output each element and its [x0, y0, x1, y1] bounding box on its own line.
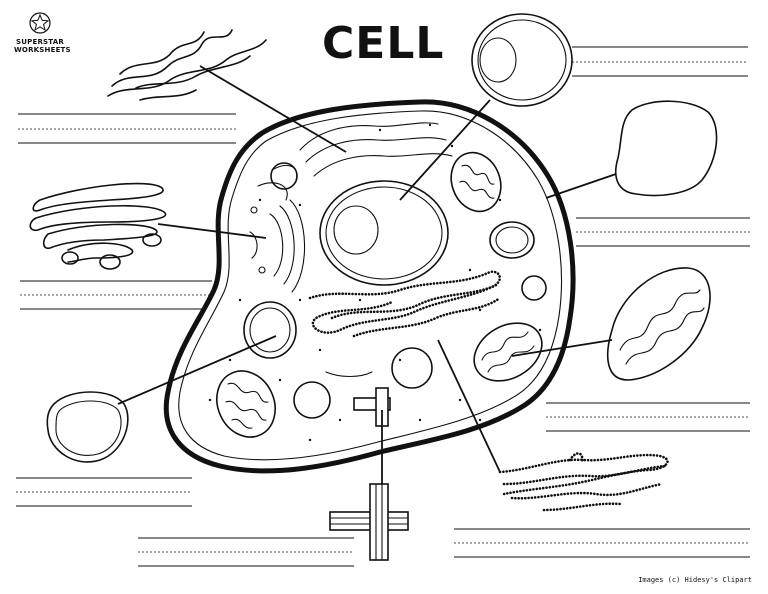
- mitochondrion-in-cell-2: [216, 370, 276, 438]
- answer-line-left-3[interactable]: [16, 477, 192, 507]
- nucleolus: [333, 205, 379, 255]
- vacuole-illustration-left: [46, 391, 129, 463]
- star-icon: [29, 12, 51, 34]
- cell-membrane-inner: [178, 110, 563, 461]
- leader-lines: [117, 65, 617, 484]
- answer-line-right-3[interactable]: [546, 402, 750, 432]
- vesicle-illustration-right: [614, 100, 718, 197]
- mitochondrion-illustration: [606, 267, 711, 381]
- centriole-illustration: [329, 483, 409, 561]
- page-title: CELL: [322, 18, 445, 69]
- answer-line-left-1[interactable]: [18, 113, 236, 144]
- nucleus-illustration: [471, 13, 573, 107]
- golgi-in-cell: [249, 199, 306, 293]
- answer-line-right-1[interactable]: [572, 46, 748, 77]
- rough-er-illustration: [107, 29, 267, 101]
- image-credit: Images (c) Hidesy's Clipart: [638, 576, 752, 584]
- animal-cell: [163, 99, 576, 474]
- golgi-illustration: [29, 182, 167, 270]
- answer-line-bottom-center[interactable]: [138, 537, 354, 567]
- er-in-cell: [308, 270, 502, 338]
- mitochondrion-in-cell-1: [450, 151, 502, 213]
- mitochondrion-in-cell-3: [473, 322, 543, 382]
- nucleus: [319, 180, 449, 286]
- answer-line-right-4[interactable]: [454, 528, 750, 558]
- answer-lines: [16, 46, 750, 567]
- brand-logo: SUPERSTAR WORKSHEETS: [14, 12, 71, 54]
- answer-line-right-2[interactable]: [576, 217, 750, 247]
- smooth-er-illustration: [498, 452, 669, 512]
- centriole-in-cell: [353, 387, 391, 427]
- answer-line-left-2[interactable]: [20, 280, 212, 310]
- brand-line-1: SUPERSTAR: [16, 38, 64, 46]
- brand-line-2: WORKSHEETS: [14, 45, 71, 54]
